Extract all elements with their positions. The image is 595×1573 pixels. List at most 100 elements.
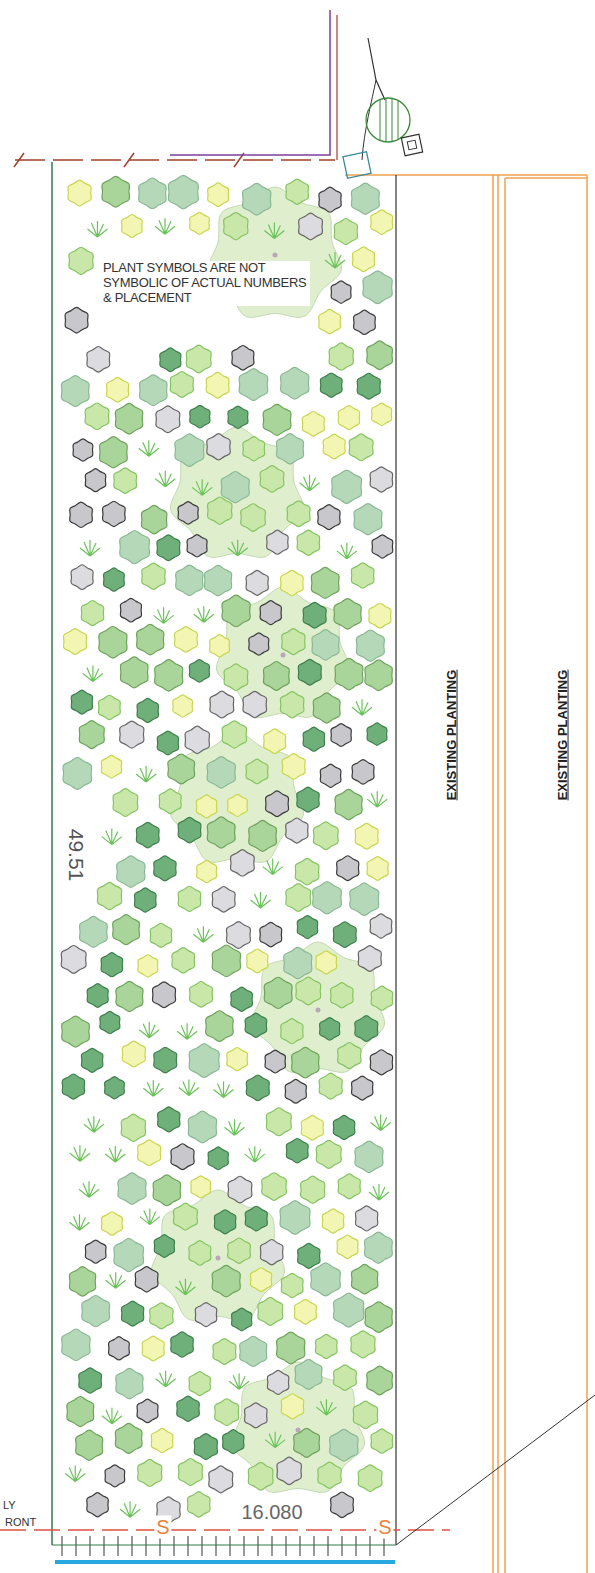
shrub-symbol (354, 310, 376, 334)
shrub-symbol (171, 1144, 194, 1170)
tree-trunk (296, 1428, 301, 1433)
shrub-symbol (239, 369, 268, 401)
shrub-symbol (190, 981, 213, 1007)
tree-trunk (273, 253, 278, 258)
shrub-symbol (190, 405, 210, 428)
shrub-symbol (364, 1232, 392, 1263)
shrub-symbol (363, 271, 392, 304)
shrub-symbol (356, 630, 384, 661)
shrub-symbol (68, 180, 91, 206)
shrub-symbol (187, 535, 207, 557)
shrub-symbol (266, 1108, 291, 1136)
shrub-symbol (185, 726, 210, 753)
shrub-symbol (297, 530, 320, 555)
shrub-symbol (372, 535, 393, 558)
shrub-symbol (85, 469, 106, 492)
tick-mark (286, 1536, 287, 1556)
shrub-symbol (250, 1268, 271, 1292)
tick-mark (384, 1536, 385, 1556)
grass-tuft (263, 859, 283, 875)
tick-mark (230, 1536, 231, 1556)
tree-trunk (316, 1008, 321, 1013)
shrub-symbol (113, 789, 138, 817)
shrub-symbol (168, 175, 198, 208)
grass-tuft (175, 1279, 195, 1295)
grass-tuft (265, 1432, 285, 1448)
shrub-symbol (333, 922, 356, 948)
shrub-symbol (335, 789, 362, 819)
shrub-symbol (258, 1297, 283, 1325)
shrub-symbol (358, 1465, 382, 1492)
shrub-symbol (241, 504, 266, 532)
tree-trunk (216, 1256, 221, 1261)
shrub-symbol (371, 210, 393, 235)
shrub-symbol (115, 1423, 142, 1453)
shrub-symbol (173, 695, 193, 717)
shrub-symbol (320, 764, 341, 787)
tick-mark (244, 1536, 245, 1556)
grass-tuft (79, 1181, 99, 1197)
shrub-symbol (100, 1011, 120, 1033)
shrub-symbol (204, 565, 231, 596)
shrub-symbol (196, 795, 217, 818)
shrub-symbol (313, 822, 338, 850)
shrub-symbol (98, 695, 120, 719)
existing-planting-strips (345, 175, 587, 1573)
tick-mark (174, 1536, 175, 1556)
shrub-symbol (138, 1459, 162, 1486)
tick-mark (188, 1536, 189, 1556)
shrub-symbol (228, 406, 248, 428)
shrub-symbol (294, 1428, 320, 1457)
shrub-symbol (79, 1368, 102, 1393)
shrub-symbol (297, 787, 320, 812)
shrub-symbol (276, 434, 303, 464)
shrub-symbol (97, 882, 121, 909)
shrub-symbol (178, 502, 198, 525)
shrub-symbol (157, 535, 180, 561)
tick-mark (90, 1536, 91, 1556)
shrub-symbol (277, 1332, 305, 1364)
shrub-symbol (62, 1016, 90, 1047)
grass-tuft (228, 540, 248, 556)
tree-canopy (251, 942, 384, 1072)
shrub-symbol (355, 1016, 378, 1042)
shrub-symbol (245, 1206, 267, 1231)
shrub-symbol (267, 1370, 289, 1394)
shrub-symbol (155, 660, 183, 692)
shrub-symbol (87, 984, 108, 1008)
shrub-symbol (319, 309, 341, 334)
grass-tuft (143, 1080, 163, 1096)
grass-tuft (229, 1373, 249, 1389)
tick-mark (216, 1536, 217, 1556)
shrub-symbol (142, 1336, 164, 1361)
tree-trunk (281, 653, 286, 658)
grass-tuft (300, 475, 320, 491)
boundary-label: RONT (3, 1516, 38, 1529)
tick-mark (328, 1536, 329, 1556)
shrub-symbol (365, 660, 393, 691)
shrub-symbol (260, 1240, 283, 1265)
shrub-symbol (213, 1339, 236, 1365)
shrub-symbol (332, 470, 362, 503)
shrub-symbol (262, 1173, 287, 1201)
shrub-symbol (246, 759, 268, 784)
shrub-symbol (76, 1430, 103, 1460)
shrub-symbol (154, 1235, 174, 1258)
shrub-symbol (280, 692, 304, 718)
grass-tuft (106, 1272, 126, 1288)
shrub-symbol (176, 565, 203, 596)
tree-symbols (151, 187, 384, 1492)
grass-tuft (70, 1145, 90, 1161)
area-label: EXISTING PLANTING (556, 670, 571, 801)
tick-mark (76, 1536, 77, 1556)
shrub-symbol (117, 856, 145, 888)
shrub-symbol (230, 850, 254, 877)
shrub-symbol (121, 1301, 143, 1326)
grass-tuft (102, 829, 122, 845)
grass-tuft (136, 766, 156, 782)
shrub-symbol (242, 183, 270, 215)
grass-tuft (140, 1209, 160, 1225)
shrub-symbol (297, 916, 318, 939)
shrub-symbol (228, 794, 248, 816)
